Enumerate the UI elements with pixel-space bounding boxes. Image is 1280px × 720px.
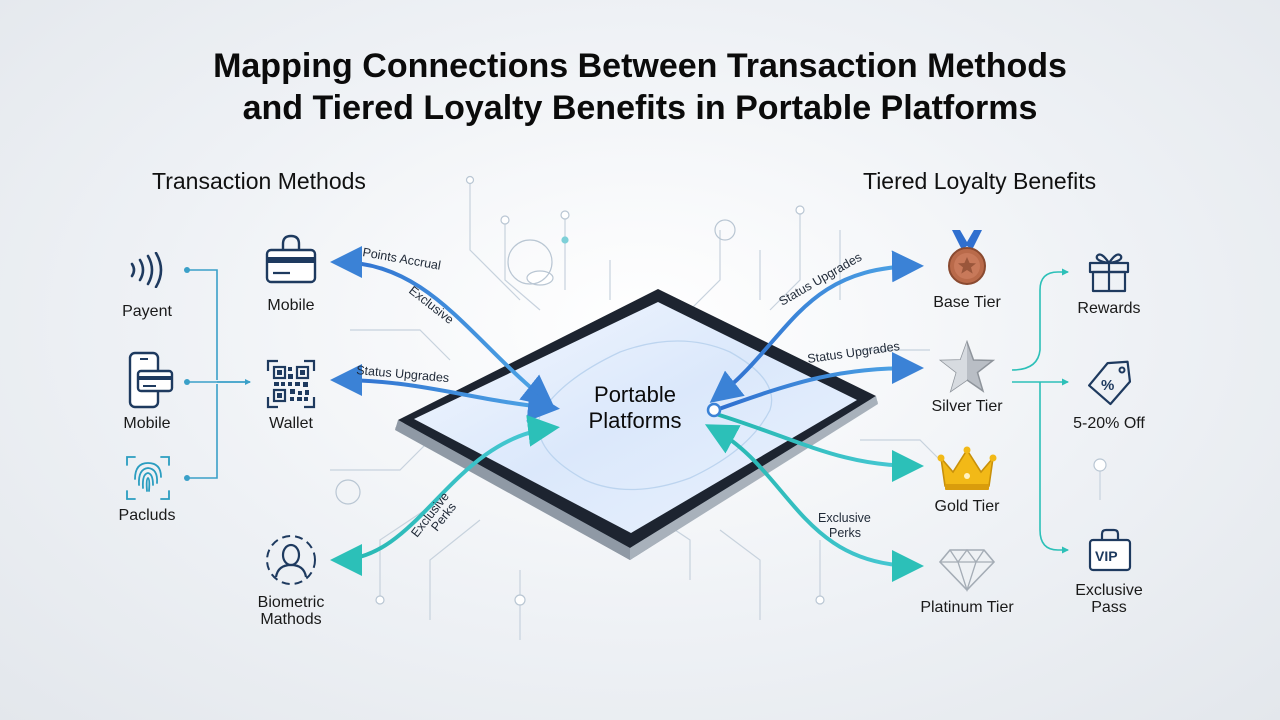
source-connector-dots [184,267,190,481]
payment-source-label-2: Mobile [123,415,171,432]
fingerprint-icon [126,456,170,500]
method-label-mobile: Mobile [267,297,315,314]
connector-status-upgrades-right-top [709,250,924,403]
payment-source-label-3: Pacluds [118,507,176,524]
card-lock-icon [265,234,317,284]
connector-exclusive-perks-left [330,414,560,576]
right-connectors [704,250,924,582]
label-exclusive-perks-right-1: Exclusive [818,511,871,525]
gold-crown-icon [937,446,997,490]
label-exclusive-left-top: Exclusive [406,283,456,327]
left-connectors [330,246,560,576]
label-points-accrual: Points Accrual [361,245,441,273]
qr-code-icon [266,359,316,409]
center-label-line2: Platforms [588,408,682,433]
gift-icon [1088,253,1130,293]
svg-text:%: % [1101,377,1114,394]
bronze-medal-icon [948,230,986,285]
tier-label-base: Base Tier [933,294,1001,311]
benefit-connectors [1011,268,1069,554]
benefit-label-discount: 5-20% Off [1073,415,1145,432]
right-section-heading: Tiered Loyalty Benefits [863,168,1097,194]
label-exclusive-perks-right-2: Perks [829,526,861,540]
benefit-label-rewards: Rewards [1077,300,1141,317]
silver-star-icon [939,340,995,393]
tier-label-gold: Gold Tier [934,498,1000,515]
center-label-line1: Portable [594,382,676,407]
label-status-upgrades-right-mid: Status Upgrades [806,339,900,366]
benefit-label-exclusive-line1: Exclusive [1075,582,1143,599]
connector-exclusive-perks-right [704,424,924,582]
method-label-biometric-line2: Mathods [260,611,322,628]
vip-ticket-icon: VIP [1088,528,1132,572]
discount-tag-icon: % [1088,360,1132,406]
face-id-icon [266,535,316,585]
method-label-biometric-line1: Biometric [257,594,325,611]
left-section-heading: Transaction Methods [152,168,366,194]
page-title-line2: and Tiered Loyalty Benefits in Portable … [242,89,1038,127]
diamond-icon [938,548,996,592]
svg-text:VIP: VIP [1095,548,1118,564]
tier-label-platinum: Platinum Tier [920,599,1014,616]
payment-source-label-1: Payent [122,303,172,320]
source-connectors [187,269,251,479]
connector-status-upgrades-right-mid [714,352,924,412]
phone-card-icon [128,351,174,409]
contactless-icon [130,252,163,288]
page-title-line1: Mapping Connections Between Transaction … [213,47,1067,85]
method-label-wallet: Wallet [269,415,313,432]
tier-label-silver: Silver Tier [931,398,1003,415]
hub-node [706,402,722,418]
benefit-label-exclusive-line2: Pass [1091,599,1127,616]
connector-status-upgrades-left [330,364,560,422]
